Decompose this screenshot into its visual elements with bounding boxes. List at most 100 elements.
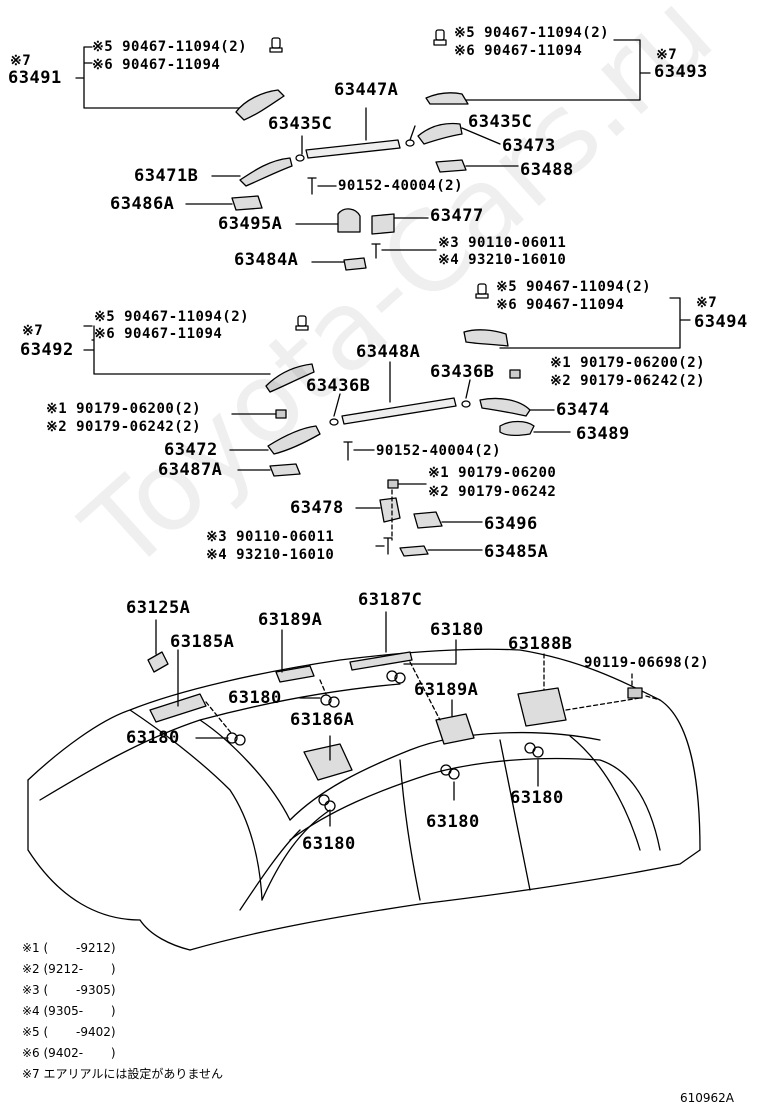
label-63485A: 63485A <box>484 542 549 562</box>
label-63484A: 63484A <box>234 250 299 270</box>
label-63189A: 63189A <box>414 680 479 700</box>
bolt-part <box>343 441 353 461</box>
spacer-part <box>461 400 471 408</box>
pad-part <box>269 463 301 477</box>
label-63187C: 63187C <box>358 590 423 610</box>
leader-line <box>83 325 271 375</box>
nut-label: ※2 90179-06242 <box>428 484 557 500</box>
label-63436B: 63436B <box>306 376 371 396</box>
nut-label: ※1 90179-06200(2) <box>550 355 706 371</box>
label-63487A: 63487A <box>158 460 223 480</box>
nut-part <box>275 409 287 419</box>
label-63494: 63494 <box>694 312 748 332</box>
label-63493: 63493 <box>654 62 708 82</box>
leg-part <box>479 397 531 417</box>
leader-line <box>333 379 471 417</box>
nut-part <box>387 479 399 489</box>
screw-label: ※3 90110-06011 <box>438 235 567 251</box>
bolt-part <box>307 177 317 195</box>
bracket-part <box>337 208 361 233</box>
label-63486A: 63486A <box>110 194 175 214</box>
screw-part <box>383 537 393 555</box>
mark-63493: ※7 <box>656 47 678 63</box>
screw-part <box>371 243 381 259</box>
label-63472: 63472 <box>164 440 218 460</box>
label-63489: 63489 <box>576 424 630 444</box>
label-63180: 63180 <box>430 620 484 640</box>
footnote: ※6 (9402- ) <box>22 1046 116 1060</box>
bolt-label: 90119-06698(2) <box>584 655 710 671</box>
label-63478: 63478 <box>290 498 344 518</box>
label-63185A: 63185A <box>170 632 235 652</box>
bracket-part <box>379 497 401 523</box>
clip-part <box>433 29 447 46</box>
label-63180: 63180 <box>302 834 356 854</box>
footnote: ※1 ( -9212) <box>22 941 116 955</box>
clip-part <box>295 315 309 331</box>
bolt-label: 90152-40004(2) <box>376 443 502 459</box>
label-63180: 63180 <box>126 728 180 748</box>
clip-part <box>269 37 283 53</box>
support-part <box>517 687 567 727</box>
spacer-part <box>329 418 339 426</box>
footnote: ※4 (9305- ) <box>22 1004 116 1018</box>
leg-part <box>267 425 321 455</box>
label-63188B: 63188B <box>508 634 573 654</box>
fastener-label: ※6 90467-11094 <box>496 297 625 313</box>
label-63477: 63477 <box>430 206 484 226</box>
fastener-label: ※5 90467-11094(2) <box>94 309 250 325</box>
screw-label: ※4 93210-16010 <box>206 547 335 563</box>
label-63471B: 63471B <box>134 166 199 186</box>
clip-part <box>475 283 489 299</box>
cover-part <box>371 213 395 235</box>
end-cover-part <box>425 92 469 105</box>
mark-63492: ※7 <box>22 323 44 339</box>
spacer-part <box>405 139 415 147</box>
leader-line <box>461 127 501 145</box>
leader-line <box>499 297 691 349</box>
pad-part <box>499 420 535 436</box>
leader-line <box>301 125 416 155</box>
support-part <box>149 693 207 723</box>
footnote: ※2 (9212- ) <box>22 962 116 976</box>
label-63474: 63474 <box>556 400 610 420</box>
leader-line <box>75 46 251 109</box>
base-part <box>399 545 429 557</box>
nut-part <box>509 369 521 379</box>
leg-part <box>239 157 293 187</box>
pad-part <box>435 159 467 173</box>
leader-line <box>155 611 661 827</box>
label-63180: 63180 <box>426 812 480 832</box>
label-63496: 63496 <box>484 514 538 534</box>
label-63189A: 63189A <box>258 610 323 630</box>
label-63495A: 63495A <box>218 214 283 234</box>
nut-label: ※2 90179-06242(2) <box>46 419 202 435</box>
bolt-label: 90152-40004(2) <box>338 178 464 194</box>
label-63492: 63492 <box>20 340 74 360</box>
end-cover-part <box>235 89 285 121</box>
fastener-label: ※5 90467-11094(2) <box>496 279 652 295</box>
roof-rail-part <box>305 139 401 159</box>
spacer-part <box>295 154 305 162</box>
label-63448A: 63448A <box>356 342 421 362</box>
cover-part <box>413 511 443 529</box>
fastener-label: ※6 90467-11094 <box>454 43 583 59</box>
footnote: ※5 ( -9402) <box>22 1025 116 1039</box>
fastener-label: ※6 90467-11094 <box>94 326 223 342</box>
mark-63494: ※7 <box>696 295 718 311</box>
base-part <box>343 257 367 271</box>
label-63436B: 63436B <box>430 362 495 382</box>
footnote: ※7 エアリアルには設定がありません <box>22 1067 224 1081</box>
end-cover-part <box>463 329 509 347</box>
nut-label: ※1 90179-06200(2) <box>46 401 202 417</box>
label-63180: 63180 <box>228 688 282 708</box>
screw-label: ※4 93210-16010 <box>438 252 567 268</box>
fastener-label: ※6 90467-11094 <box>92 57 221 73</box>
label-63447A: 63447A <box>334 80 399 100</box>
nut-label: ※2 90179-06242(2) <box>550 373 706 389</box>
fastener-label: ※5 90467-11094(2) <box>454 25 610 41</box>
leg-part <box>417 122 463 145</box>
end-cover-part <box>265 363 315 393</box>
